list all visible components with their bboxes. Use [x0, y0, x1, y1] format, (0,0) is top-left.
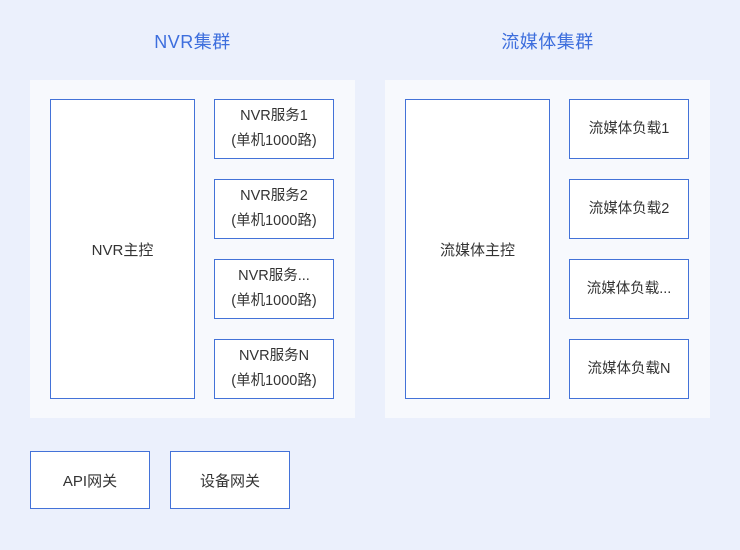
media-master-box: 流媒体主控: [405, 99, 550, 399]
media-node-1: 流媒体负载1: [569, 99, 689, 159]
nvr-cluster-title: NVR集群: [154, 32, 231, 52]
node-name: NVR服务2: [240, 188, 308, 204]
node-name: 流媒体负载1: [588, 120, 670, 137]
media-cluster-title: 流媒体集群: [501, 32, 594, 52]
nvr-node-n: NVR服务N (单机1000路): [214, 339, 334, 399]
nvr-node-ellipsis: NVR服务... (单机1000路): [214, 259, 334, 319]
media-node-list: 流媒体负载1 流媒体负载2 流媒体负载... 流媒体负载N: [569, 99, 689, 399]
node-name: NVR服务...: [238, 268, 310, 284]
node-name: NVR服务1: [240, 108, 308, 124]
node-name: 流媒体负载N: [587, 360, 671, 377]
node-capacity: (单机1000路): [231, 213, 317, 229]
nvr-node-2: NVR服务2 (单机1000路): [214, 179, 334, 239]
media-node-2: 流媒体负载2: [569, 179, 689, 239]
node-name: NVR服务N: [238, 348, 310, 364]
device-gateway-box: 设备网关: [170, 451, 290, 509]
api-gateway-box: API网关: [30, 451, 150, 509]
node-capacity: (单机1000路): [231, 133, 317, 149]
nvr-cluster-panel: NVR主控 NVR服务1 (单机1000路) NVR服务2 (单机1000路) …: [30, 80, 355, 418]
node-name: 流媒体负载2: [588, 200, 670, 217]
media-cluster-panel: 流媒体主控 流媒体负载1 流媒体负载2 流媒体负载... 流媒体负载N: [385, 80, 710, 418]
node-capacity: (单机1000路): [231, 293, 317, 309]
media-node-ellipsis: 流媒体负载...: [569, 259, 689, 319]
node-capacity: (单机1000路): [231, 373, 317, 389]
nvr-master-box: NVR主控: [50, 99, 195, 399]
node-name: 流媒体负载...: [586, 280, 672, 297]
nvr-node-1: NVR服务1 (单机1000路): [214, 99, 334, 159]
media-node-n: 流媒体负载N: [569, 339, 689, 399]
nvr-node-list: NVR服务1 (单机1000路) NVR服务2 (单机1000路) NVR服务.…: [214, 99, 334, 399]
